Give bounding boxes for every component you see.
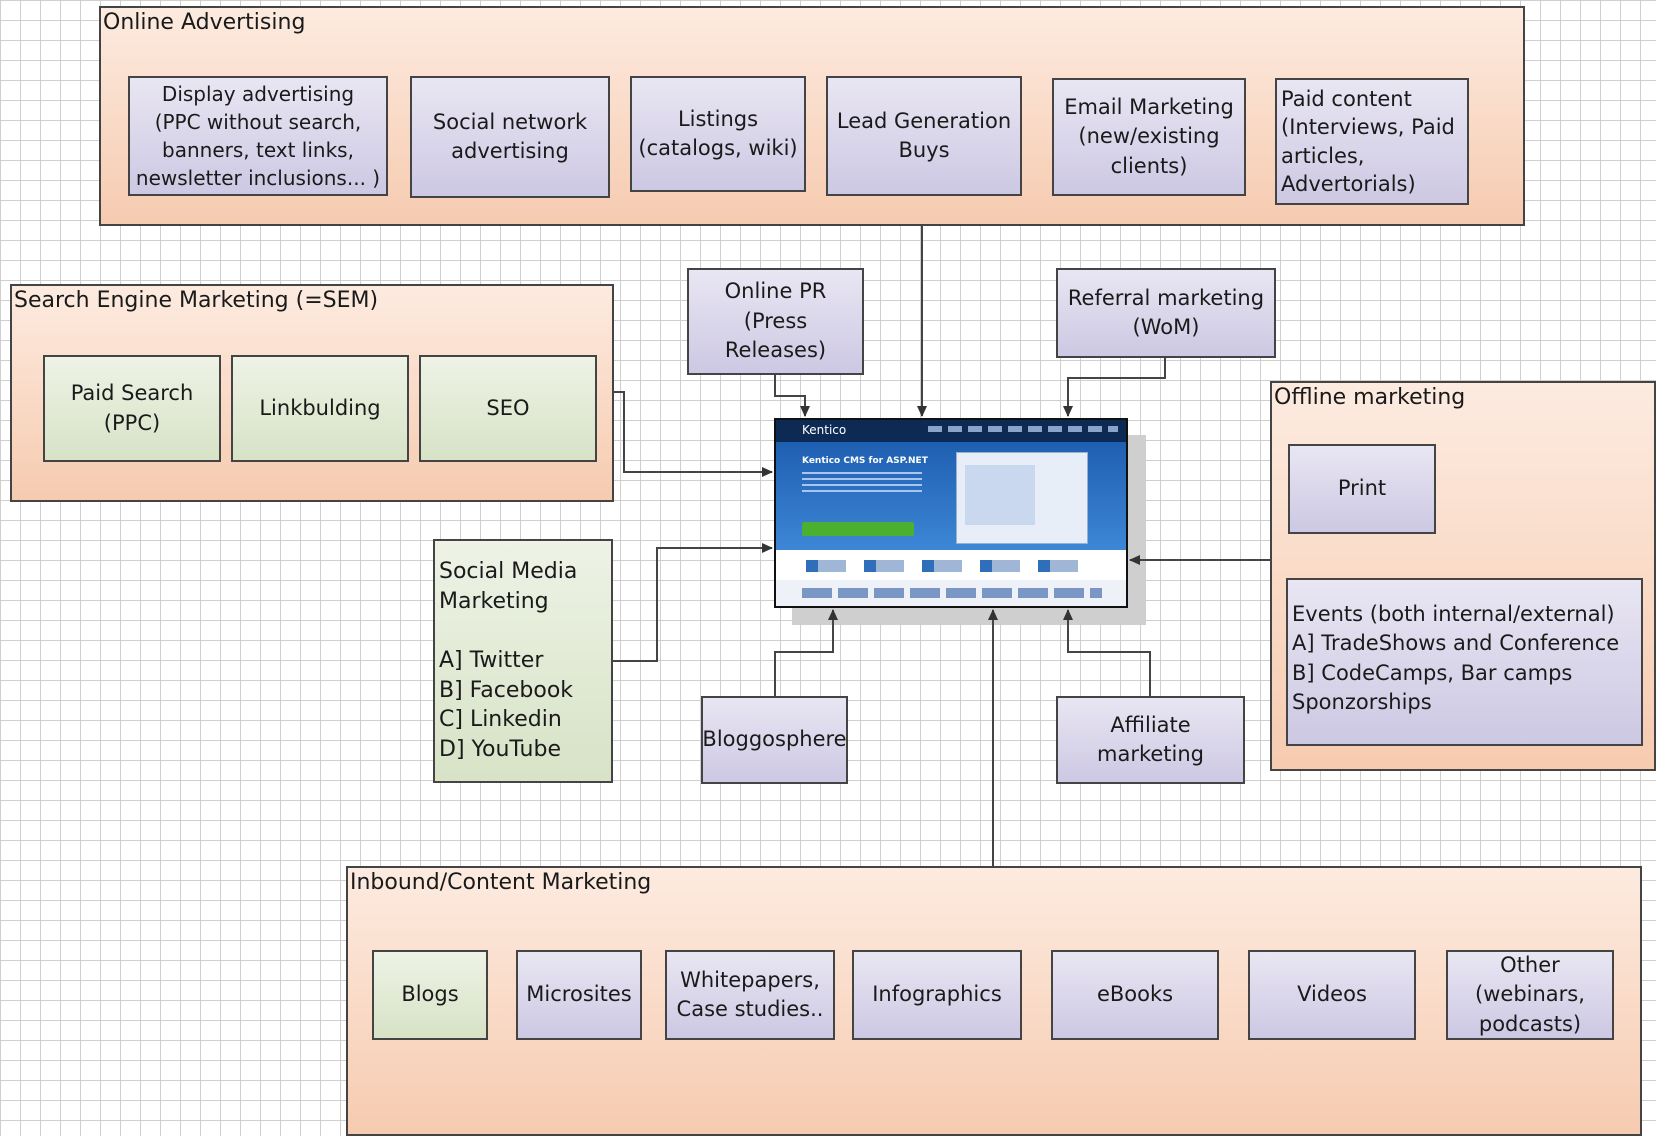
online-advertising-title: Online Advertising	[103, 10, 306, 35]
listings-box: Listings (catalogs, wiki)	[630, 76, 806, 192]
offline-marketing-title: Offline marketing	[1274, 385, 1466, 410]
paid-content-box: Paid content (Interviews, Paid articles,…	[1275, 78, 1469, 205]
videos-box: Videos	[1248, 950, 1416, 1040]
lead-generation-box: Lead Generation Buys	[826, 76, 1022, 196]
sem-title: Search Engine Marketing (=SEM)	[14, 288, 379, 313]
paid-search-box: Paid Search (PPC)	[43, 355, 221, 462]
website-hero-text	[802, 472, 922, 496]
ebooks-box: eBooks	[1051, 950, 1219, 1040]
blogs-box: Blogs	[372, 950, 488, 1040]
bloggosphere-box: Bloggosphere	[701, 696, 848, 784]
email-marketing-box: Email Marketing (new/existing clients)	[1052, 78, 1246, 196]
website-screenshot: Kentico Kentico CMS for ASP.NET	[774, 418, 1128, 608]
website-cta-button	[802, 522, 914, 536]
website-logo: Kentico	[802, 423, 847, 437]
microsites-box: Microsites	[516, 950, 642, 1040]
seo-box: SEO	[419, 355, 597, 462]
arrow-referral	[1063, 358, 1166, 417]
arrow-sem	[614, 391, 773, 477]
website-nav-bar: Kentico	[776, 420, 1126, 442]
arrow-online-pr	[774, 375, 810, 417]
other-box: Other (webinars, podcasts)	[1446, 950, 1614, 1040]
display-advertising-box: Display advertising (PPC without search,…	[128, 76, 388, 196]
website-nav-links	[928, 426, 1118, 432]
affiliate-marketing-box: Affiliate marketing	[1056, 696, 1245, 784]
website-footer	[776, 580, 1126, 606]
social-network-advertising-box: Social network advertising	[410, 76, 610, 198]
whitepapers-box: Whitepapers, Case studies..	[665, 950, 835, 1040]
arrow-social-media	[613, 543, 773, 662]
linkbuilding-box: Linkbulding	[231, 355, 409, 462]
online-pr-box: Online PR (Press Releases)	[687, 268, 864, 375]
website-product-screenshot	[956, 452, 1088, 544]
inbound-content-marketing-title: Inbound/Content Marketing	[350, 870, 652, 895]
website-hero-title: Kentico CMS for ASP.NET	[802, 456, 928, 466]
events-box: Events (both internal/external) A] Trade…	[1286, 578, 1643, 746]
website-hero: Kentico CMS for ASP.NET	[776, 442, 1126, 550]
social-media-marketing-box: Social Media Marketing A] Twitter B] Fac…	[433, 539, 613, 783]
print-box: Print	[1288, 444, 1436, 534]
infographics-box: Infographics	[852, 950, 1022, 1040]
referral-marketing-box: Referral marketing (WoM)	[1056, 268, 1276, 358]
website-feature-icons	[776, 550, 1126, 580]
